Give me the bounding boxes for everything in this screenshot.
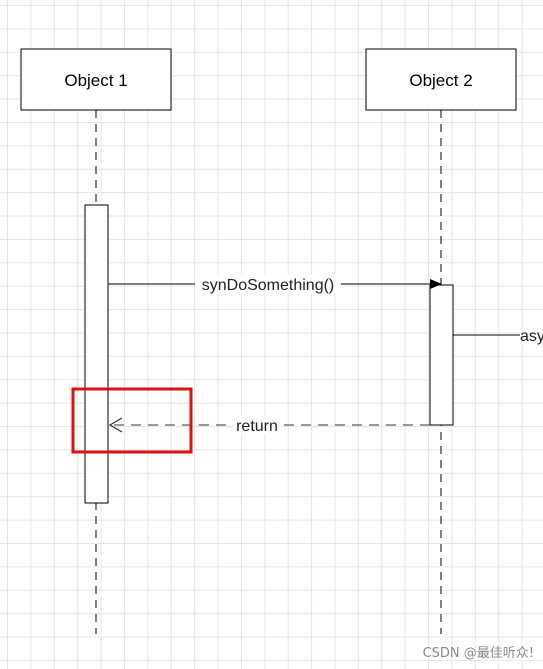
object-1[interactable]: Object 1 (20, 48, 172, 111)
object-1-label: Object 1 (64, 71, 127, 90)
call-message-label-bg (195, 275, 341, 293)
highlight-box (71, 387, 193, 454)
object-1-box[interactable] (20, 48, 172, 111)
return-message-label-bg (232, 416, 282, 434)
async-message-label: asy (520, 328, 543, 345)
object-2[interactable]: Object 2 (365, 48, 517, 111)
call-message-label: synDoSomething() (202, 277, 335, 294)
return-message-label: return (236, 418, 278, 435)
return-arrowhead-icon (108, 417, 123, 433)
watermark-text: CSDN @最佳听众! (423, 646, 534, 661)
object-2-activation-bar[interactable] (429, 284, 454, 426)
object-2-box[interactable] (365, 48, 517, 111)
object-2-label: Object 2 (409, 71, 472, 90)
object-1-activation-bar[interactable] (84, 204, 109, 504)
